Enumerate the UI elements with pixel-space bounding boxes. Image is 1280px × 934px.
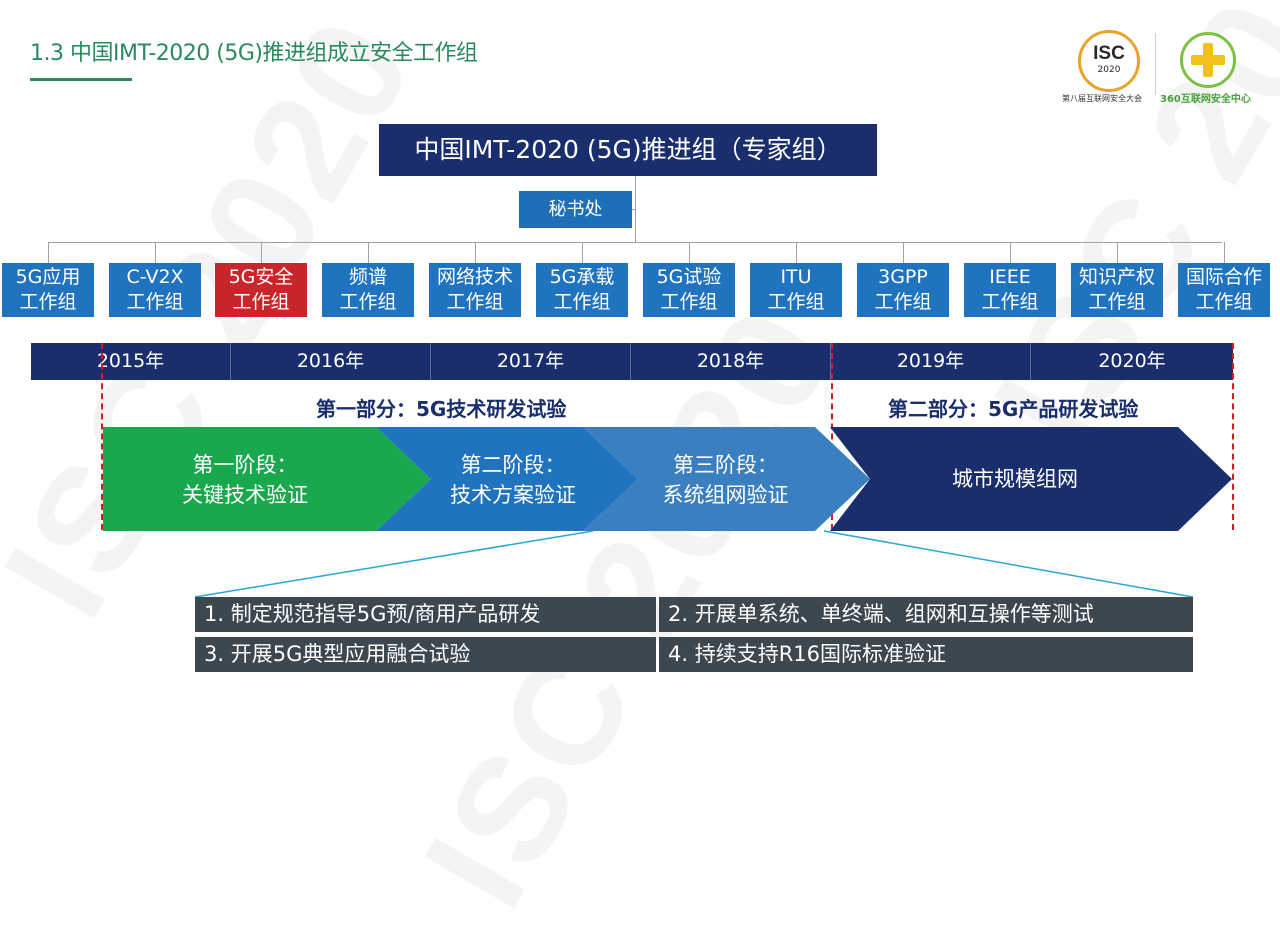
connector-drop — [48, 242, 49, 263]
group-name: 3GPP — [878, 266, 928, 288]
phase-1-label: 第一阶段： 关键技术验证 — [150, 450, 340, 510]
task-item: 4. 持续支持R16国际标准验证 — [659, 637, 1193, 672]
isc-logo-text: ISC — [1093, 43, 1125, 64]
phase-marker-line — [831, 343, 833, 530]
working-group-box-security: 5G安全工作组 — [215, 263, 307, 317]
group-name: 5G试验 — [656, 266, 722, 288]
connector-drop — [689, 242, 690, 263]
working-group-box: 知识产权工作组 — [1071, 263, 1163, 317]
working-group-box: 国际合作工作组 — [1178, 263, 1270, 317]
group-suffix: 工作组 — [874, 291, 932, 313]
connector-drop — [582, 242, 583, 263]
group-suffix: 工作组 — [339, 291, 397, 313]
working-group-box: 5G应用工作组 — [2, 263, 94, 317]
year-cell: 2016年 — [231, 343, 431, 380]
phase-title: 城市规模组网 — [952, 467, 1078, 491]
connector-drop — [1117, 242, 1118, 263]
group-suffix: 工作组 — [126, 291, 184, 313]
title-underline — [30, 78, 132, 81]
group-name: 国际合作 — [1185, 266, 1262, 288]
phase-desc: 系统组网验证 — [662, 483, 789, 507]
callout-line-left — [194, 530, 594, 598]
connector-horizontal — [48, 242, 1222, 243]
slide-title: 1.3 中国IMT-2020 (5G)推进组成立安全工作组 — [30, 41, 478, 66]
year-cell: 2020年 — [1098, 350, 1166, 372]
connector-drop — [368, 242, 369, 263]
group-suffix: 工作组 — [767, 291, 825, 313]
connector-drop — [475, 242, 476, 263]
phase-title: 第二阶段： — [460, 453, 566, 477]
phase-arrow-2 — [376, 427, 638, 531]
connector-secretariat — [632, 209, 636, 210]
part-one-label: 第一部分：5G技术研发试验 — [316, 397, 567, 421]
phase-2-label: 第二阶段： 技术方案验证 — [428, 450, 598, 510]
working-group-box: 频谱工作组 — [322, 263, 414, 317]
group-name: 网络技术 — [436, 266, 513, 288]
working-group-box: C-V2X 工作组 — [109, 263, 201, 317]
working-group-box: 网络技术工作组 — [429, 263, 521, 317]
phase-arrow-4 — [830, 427, 1232, 531]
phase-desc: 技术方案验证 — [450, 483, 576, 507]
group-suffix: 工作组 — [1088, 291, 1146, 313]
phase-marker-line — [101, 343, 103, 530]
working-group-box: 5G试验工作组 — [643, 263, 735, 317]
360-logo-caption: 360互联网安全中心 — [1160, 94, 1251, 105]
isc-logo-caption: 第八届互联网安全大会 — [1062, 94, 1142, 103]
phase-desc: 关键技术验证 — [182, 483, 308, 507]
group-suffix: 工作组 — [553, 291, 611, 313]
group-name: 频谱 — [348, 266, 387, 288]
group-suffix: 工作组 — [232, 291, 290, 313]
phase-title: 第一阶段： — [192, 453, 298, 477]
logo-divider — [1155, 33, 1156, 95]
phase-title: 第三阶段： — [673, 453, 778, 477]
year-cell: 2019年 — [831, 343, 1031, 380]
isc-logo-year: 2020 — [1097, 65, 1121, 75]
isc-logo: ISC 2020 — [1078, 30, 1140, 92]
connector-drop — [796, 242, 797, 263]
task-grid: 1. 制定规范指导5G预/商用产品研发 2. 开展单系统、单终端、组网和互操作等… — [195, 597, 1193, 673]
group-name: 5G安全 — [228, 266, 294, 288]
connector-drop — [903, 242, 904, 263]
group-name: 5G承载 — [549, 266, 615, 288]
group-suffix: 工作组 — [446, 291, 504, 313]
working-group-box: ITU 工作组 — [750, 263, 842, 317]
phase-arrow-1 — [103, 427, 431, 531]
360-plus-logo-icon — [1180, 32, 1236, 88]
task-item: 2. 开展单系统、单终端、组网和互操作等测试 — [659, 597, 1193, 632]
connector-drop — [155, 242, 156, 263]
callout-line-right — [823, 530, 1194, 598]
group-suffix: 工作组 — [981, 291, 1039, 313]
year-cell: 2017年 — [431, 343, 631, 380]
part-two-label: 第二部分：5G产品研发试验 — [888, 397, 1139, 421]
phase-4-label: 城市规模组网 — [900, 464, 1130, 494]
phase-marker-line — [1232, 343, 1234, 530]
group-name: 知识产权 — [1078, 266, 1155, 288]
working-group-box: 3GPP 工作组 — [857, 263, 949, 317]
group-name: IEEE — [989, 266, 1031, 288]
group-suffix: 工作组 — [1195, 291, 1253, 313]
group-suffix: 工作组 — [19, 291, 77, 313]
year-cell: 2015年 — [31, 343, 231, 380]
phase-arrow-3 — [583, 427, 870, 531]
year-cell: 2018年 — [631, 343, 831, 380]
group-name: 5G应用 — [15, 266, 81, 288]
working-group-box: 5G承载工作组 — [536, 263, 628, 317]
group-name: ITU — [780, 266, 812, 288]
phase-arrows — [103, 427, 1232, 598]
connector-drop — [1224, 242, 1225, 263]
connector-drop — [1010, 242, 1011, 263]
phase-3-label: 第三阶段： 系统组网验证 — [638, 450, 813, 510]
group-name: C-V2X — [126, 266, 184, 288]
secretariat-box: 秘书处 — [519, 191, 632, 228]
org-top-box: 中国IMT-2020 (5G)推进组（专家组） — [379, 124, 877, 176]
working-group-box: IEEE 工作组 — [964, 263, 1056, 317]
year-bar: 2015年 2016年 2017年 2018年 2019年 2020年 — [31, 343, 1233, 380]
connector-drop — [261, 242, 262, 263]
group-suffix: 工作组 — [660, 291, 718, 313]
task-item: 3. 开展5G典型应用融合试验 — [195, 637, 656, 672]
task-item: 1. 制定规范指导5G预/商用产品研发 — [195, 597, 656, 632]
